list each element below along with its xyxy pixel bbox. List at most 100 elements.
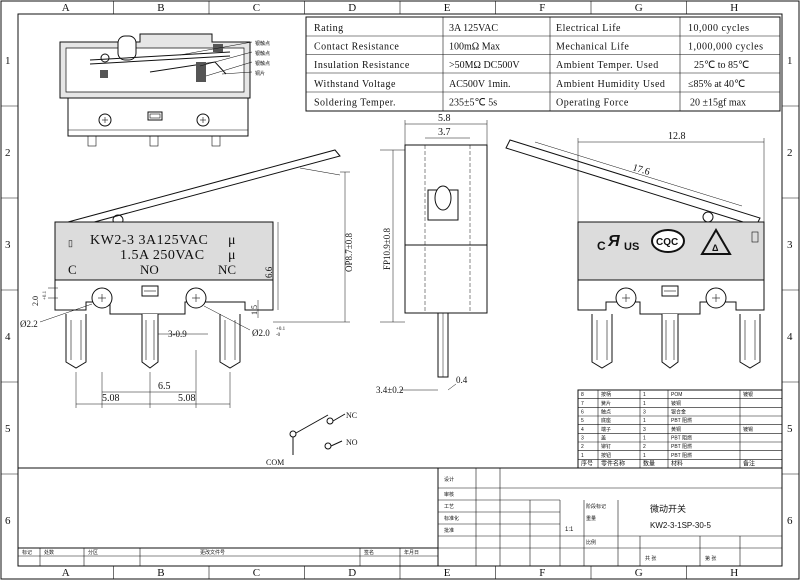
- dim-1-5: 1.5: [250, 305, 259, 315]
- spec-value-contact-resistance: 100mΩ Max: [449, 42, 500, 53]
- bom-cell-material: PBT 阻燃: [671, 443, 692, 450]
- dim-hole-right-tol-lower: -0: [276, 333, 281, 338]
- dim-6-6: 6.6: [264, 266, 274, 278]
- bom-cell-no: 1: [581, 453, 584, 459]
- grid-col-H-top: H: [730, 2, 738, 14]
- spec-label-withstand: Withstand Voltage: [314, 79, 396, 90]
- dim-3-09: 3-0.9: [168, 329, 187, 339]
- grid-col-A-bottom: A: [62, 567, 70, 579]
- grid-row-2-left: 2: [5, 147, 11, 159]
- bom-cell-part: 铆钉: [601, 443, 611, 450]
- front-marking-line2: 1.5A 250VAC: [120, 248, 205, 263]
- title-block: 微动开关 KW2-3-1SP-30-5 1:1 设计 审核 工艺 标准化 批准 …: [17, 467, 783, 567]
- dim-12-8: 12.8: [668, 131, 686, 142]
- bom-cell-qty: 3: [643, 427, 646, 433]
- section-callout-4: 铜片: [255, 70, 265, 77]
- switch-schematic: NC NO COM: [266, 411, 358, 467]
- grid-col-G-top: G: [635, 2, 643, 14]
- bom-header-material: 材料: [671, 460, 683, 468]
- grid-col-C-bottom: C: [253, 567, 260, 579]
- grid-row-4-right: 4: [787, 331, 793, 343]
- title-label-sheets-total: 共 张: [645, 555, 656, 562]
- grid-row-6-left: 6: [5, 515, 11, 527]
- rev-label-mark: 标记: [22, 549, 32, 556]
- grid-row-5-left: 5: [5, 423, 11, 435]
- title-label-review: 审核: [444, 491, 454, 498]
- spec-value-operating-force: 20 ±15gf max: [690, 98, 746, 109]
- section-view: 银触点 银触点 银触点 铜片: [59, 33, 270, 147]
- grid-row-3-left: 3: [5, 239, 11, 251]
- title-label-sheet-no: 第 张: [705, 555, 716, 562]
- bom-cell-part: 端子: [601, 426, 611, 433]
- grid-col-B-bottom: B: [157, 567, 164, 579]
- bom-cell-no: 3: [581, 436, 584, 442]
- grid-col-F-top: F: [539, 2, 545, 14]
- bom-cell-material: 银合金: [671, 409, 686, 416]
- bom-cell-no: 4: [581, 427, 584, 433]
- bom-header-qty: 数量: [643, 460, 655, 468]
- dim-hole-right-tol-upper: +0.1: [276, 327, 286, 332]
- bom-cell-no: 5: [581, 418, 584, 424]
- bom-header-note: 备注: [743, 460, 755, 468]
- spec-label-operating-force: Operating Force: [556, 98, 629, 109]
- dim-op: OP8.7±0.8: [344, 233, 354, 272]
- dim-508-left: 5.08: [102, 393, 120, 404]
- side-view: 5.8 3.7 FP10.9±0.8 3.4±0.2 0.4: [376, 113, 488, 395]
- cert-c: C: [597, 239, 606, 253]
- bom-cell-material: PBT 阻燃: [671, 452, 692, 459]
- spec-label-contact-resistance: Contact Resistance: [314, 42, 399, 53]
- rev-label-zone: 分区: [88, 549, 98, 556]
- grid-row-6-right: 6: [787, 515, 793, 527]
- bom-cell-qty: 2: [643, 444, 646, 450]
- spec-label-rating: Rating: [314, 23, 344, 34]
- title-label-weight: 重量: [586, 515, 596, 522]
- bom-cell-material: PBT 阻燃: [671, 417, 692, 424]
- bom-cell-material: 铍铜: [671, 400, 681, 407]
- title-label-approve: 批准: [444, 527, 454, 534]
- bom-cell-part: 盖: [601, 435, 606, 442]
- dim-0-4: 0.4: [456, 375, 468, 385]
- bom-cell-material: 黄铜: [671, 426, 681, 433]
- grid-col-E-bottom: E: [444, 567, 451, 579]
- title-label-standard: 标准化: [444, 515, 459, 522]
- rev-label-sign: 签名: [364, 549, 374, 556]
- spec-table: Rating 3A 125VAC Electrical Life 10,000 …: [305, 16, 781, 112]
- bom-cell-part: 簧片: [601, 400, 611, 407]
- spec-label-soldering: Soldering Temper.: [314, 98, 396, 109]
- rev-label-count: 处数: [44, 549, 54, 556]
- bom-header-no: 序号: [581, 460, 593, 468]
- switch-body-front: [54, 221, 274, 281]
- dim-6-5: 6.5: [158, 381, 171, 392]
- bom-cell-no: 2: [581, 444, 584, 450]
- rev-label-date: 年月日: [404, 549, 419, 556]
- back-view: C Я US CQC Δ 12.8 17.6: [505, 131, 765, 369]
- dim-hole-right: Ø2.0: [252, 328, 270, 338]
- title-label-process: 工艺: [444, 504, 454, 510]
- grid-row-4-left: 4: [5, 331, 11, 343]
- dim-508-right: 5.08: [178, 393, 196, 404]
- grid-col-D-top: D: [348, 2, 356, 14]
- dim-5-8: 5.8: [438, 113, 451, 124]
- terminal-label-nc: NC: [218, 262, 236, 277]
- terminal-label-c: C: [68, 262, 77, 277]
- title-scale: 1:1: [565, 527, 574, 533]
- bom-cell-material: PBT 阻燃: [671, 435, 692, 442]
- spec-label-humidity: Ambient Humidity Used: [556, 79, 665, 90]
- grid-col-A-top: A: [62, 2, 70, 14]
- grid-col-E-top: E: [444, 2, 451, 14]
- dim-2-0: 2.0: [31, 296, 40, 306]
- bom-cell-no: 8: [581, 392, 584, 398]
- spec-value-rating: 3A 125VAC: [449, 23, 498, 34]
- grid-row-5-right: 5: [787, 423, 793, 435]
- bom-cell-qty: 1: [643, 453, 646, 459]
- bom-cell-part: 按柄: [601, 391, 611, 398]
- spec-label-ambient-temp: Ambient Temper. Used: [556, 60, 659, 71]
- bom-cell-note: 镀银: [743, 391, 753, 398]
- bom-cell-no: 7: [581, 401, 584, 407]
- bom-cell-note: 镀锡: [743, 426, 753, 433]
- spec-label-insulation: Insulation Resistance: [314, 60, 410, 71]
- bom-cell-qty: 1: [643, 401, 646, 407]
- grid-col-C-top: C: [253, 2, 260, 14]
- grid-col-G-bottom: G: [635, 567, 643, 579]
